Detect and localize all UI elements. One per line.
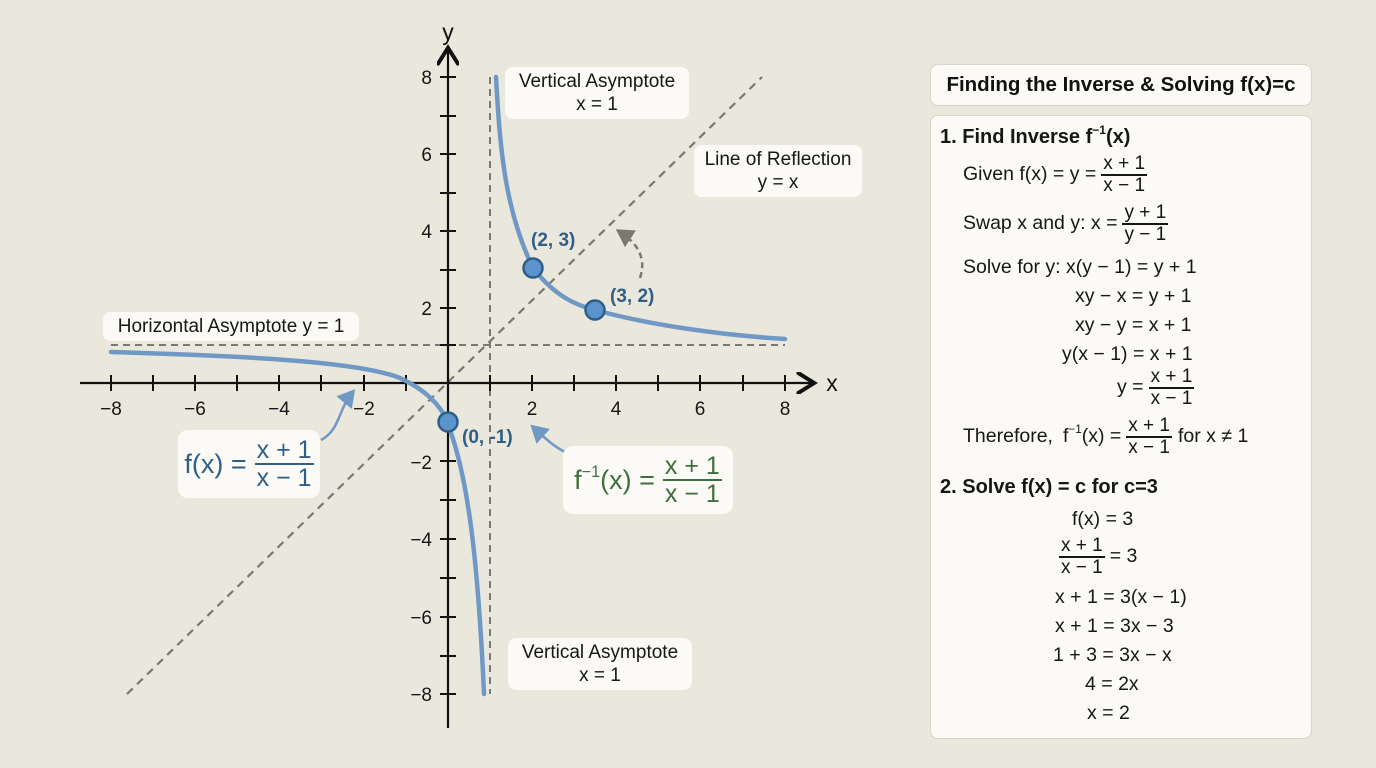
f-label-lhs: f(x) = (184, 448, 247, 479)
finv-label-numerator: x + 1 (662, 451, 722, 481)
va-bottom-title: Vertical Asymptote (521, 642, 679, 663)
reflection-title: Line of Reflection (704, 149, 852, 170)
horizontal-asymptote-label: Horizontal Asymptote y = 1 (103, 312, 359, 341)
y-tick-label: 8 (421, 68, 432, 89)
inverse-function-label: f−1(x) = x + 1 x − 1 (563, 446, 733, 514)
y-tick-label: −6 (410, 608, 432, 629)
x-tick-label: 6 (695, 399, 706, 420)
y-tick-label: 2 (421, 299, 432, 320)
y-tick-label: −4 (410, 530, 432, 551)
finv-label-fraction: x + 1 x − 1 (662, 451, 722, 508)
point-2-3 (522, 257, 544, 279)
vertical-asymptote-top-label: Vertical Asymptote x = 1 (505, 67, 689, 119)
y-tick-label: −2 (410, 453, 432, 474)
x-tick-label: 2 (527, 399, 538, 420)
finv-label-denominator: x − 1 (664, 480, 720, 508)
section2-heading: 2. Solve f(x) = c for c=3 (940, 476, 1158, 498)
function-graph: −8 −6 −4 −2 2 4 6 8 8 6 4 2 −2 −4 −6 −8 … (80, 19, 838, 728)
point-label-3-2: (3, 2) (610, 286, 654, 307)
f-function-label: f(x) = x + 1 x − 1 (178, 430, 320, 498)
reflection-line (126, 76, 763, 695)
solve-c-line-4: x + 1 = 3x − 3 (1055, 615, 1174, 637)
x-tick-label: −6 (184, 399, 206, 420)
x-axis-label: x (826, 370, 838, 396)
point-label-2-3: (2, 3) (531, 230, 575, 251)
ha-text: Horizontal Asymptote y = 1 (117, 316, 345, 337)
x-tick-label: −4 (268, 399, 290, 420)
point-0-neg1 (437, 411, 459, 433)
x-ticks (110, 375, 786, 391)
solve-c-line-1: f(x) = 3 (1072, 508, 1134, 530)
reflection-eq: y = x (757, 172, 799, 193)
x-tick-label: −8 (100, 399, 122, 420)
x-tick-label: 4 (611, 399, 622, 420)
f-label-fraction: x + 1 x − 1 (254, 435, 314, 492)
reflection-line-label: Line of Reflection y = x (694, 145, 862, 197)
f-label-numerator: x + 1 (254, 435, 314, 465)
given-step: Given f(x) = y = x + 1 x − 1 (963, 153, 1148, 196)
va-bottom-eq: x = 1 (579, 665, 621, 686)
y-ticks (440, 76, 456, 695)
swap-step: Swap x and y: x = y + 1 y − 1 (963, 202, 1169, 245)
y-tick-label: 6 (421, 145, 432, 166)
y-tick-label: 4 (421, 222, 432, 243)
x-tick-label: −2 (353, 399, 375, 420)
curve-lower-branch (108, 349, 487, 697)
solve-c-line-2: x + 1 x − 1 = 3 (1059, 535, 1138, 578)
point-3-2 (584, 299, 606, 321)
solve-c-line-6: 4 = 2x (1085, 673, 1139, 695)
therefore-step: Therefore, f−1(x) = x + 1 x − 1 for x ≠ … (963, 415, 1249, 458)
point-label-0-neg1: (0, -1) (462, 427, 513, 448)
reflection-arrow (615, 229, 644, 279)
f-label-denominator: x − 1 (256, 464, 312, 492)
y-tick-label: −8 (410, 685, 432, 706)
finv-label-lhs: f−1(x) = (574, 462, 655, 495)
curve-upper-branch (493, 74, 788, 342)
f-label-pointer-arrow (320, 389, 356, 442)
solve-c-line-5: 1 + 3 = 3x − x (1053, 644, 1172, 666)
vertical-asymptote-bottom-label: Vertical Asymptote x = 1 (508, 638, 692, 690)
solve-c-line-3: x + 1 = 3(x − 1) (1055, 586, 1187, 608)
solve-step: Solve for y: x(y − 1) = y + 1 (963, 256, 1197, 278)
solve-line-5: y = x + 1 x − 1 (1117, 366, 1195, 409)
solve-line-3: xy − y = x + 1 (1075, 314, 1192, 336)
va-top-title: Vertical Asymptote (518, 71, 676, 92)
panel-title: Finding the Inverse & Solving f(x)=c (930, 64, 1312, 106)
solve-line-2: xy − x = y + 1 (1075, 285, 1192, 307)
x-tick-label: 8 (780, 399, 791, 420)
va-top-eq: x = 1 (576, 94, 618, 115)
solution-panel: 1. Find Inverse f−1(x) Given f(x) = y = … (930, 115, 1312, 739)
section1-heading: 1. Find Inverse f−1(x) (940, 123, 1131, 148)
solve-line-4: y(x − 1) = x + 1 (1062, 343, 1193, 365)
y-axis-label: y (442, 19, 454, 45)
solve-c-line-7: x = 2 (1087, 702, 1130, 724)
finv-label-pointer-arrow (530, 424, 566, 454)
